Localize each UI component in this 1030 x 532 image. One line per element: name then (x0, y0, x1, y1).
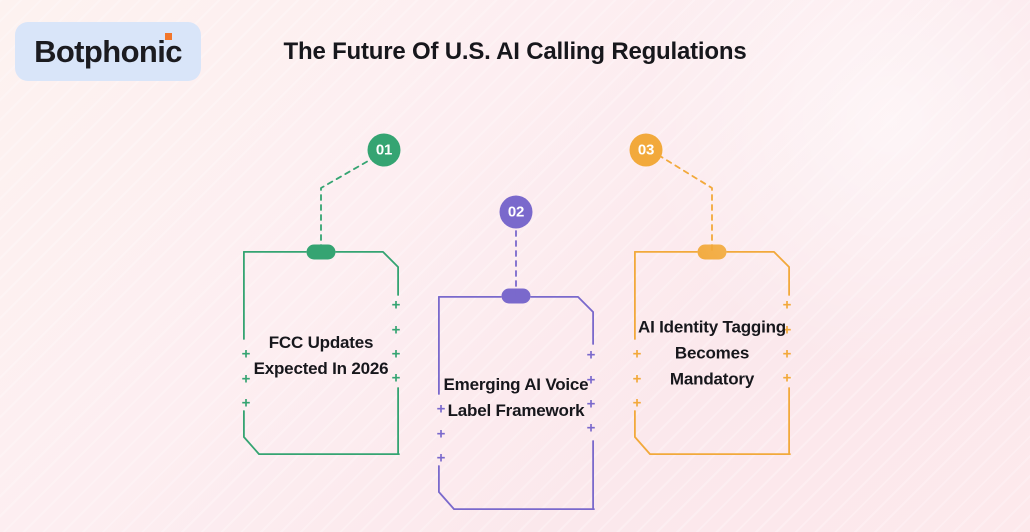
decor-plus-icon: + (632, 345, 642, 363)
card-03-title: AI Identity Tagging Becomes Mandatory (638, 317, 786, 388)
decor-plus-icon: + (391, 296, 401, 314)
decor-plus-icon: + (391, 345, 401, 363)
decor-plus-icon: + (782, 345, 792, 363)
card-03-connector-pill (697, 244, 727, 260)
card-03-number-label: 03 (637, 141, 655, 159)
decor-plus-icon: + (391, 321, 401, 339)
card-01-title: FCC Updates Expected In 2026 (253, 333, 389, 378)
decor-plus-icon: + (391, 369, 401, 387)
decor-plus-icon: + (436, 425, 446, 443)
decor-plus-icon: + (241, 345, 251, 363)
decor-plus-icon: + (632, 370, 642, 388)
card-03-frame (634, 251, 791, 455)
decor-plus-icon: + (241, 394, 251, 412)
card-01-number-badge[interactable]: 01 (367, 133, 401, 167)
page-title: The Future Of U.S. AI Calling Regulation… (283, 38, 747, 65)
decor-plus-icon: + (782, 321, 792, 339)
decor-plus-icon: + (782, 296, 792, 314)
card-02-frame (438, 296, 595, 510)
brand-logo-accent-dot-icon (164, 33, 172, 40)
brand-logo-label: Botphonic (34, 34, 182, 69)
brand-logo[interactable]: Botphonic (15, 22, 201, 81)
card-03-number-badge[interactable]: 03 (629, 133, 663, 167)
card-01-connector-pill (306, 244, 336, 260)
card-01-connector-line (320, 152, 383, 251)
decor-plus-icon: + (586, 371, 596, 389)
brand-logo-text: Botphonic (34, 33, 183, 69)
decor-plus-icon: + (782, 369, 792, 387)
card-01: + + + + + + + FCC Updates Expected In 20… (241, 251, 401, 455)
card-02-connector-line (515, 219, 517, 297)
card-03-connector-line (654, 152, 713, 251)
decor-plus-icon: + (586, 419, 596, 437)
decor-plus-icon: + (632, 394, 642, 412)
decor-plus-icon: + (586, 395, 596, 413)
decor-plus-icon: + (241, 370, 251, 388)
card-02-title: Emerging AI Voice Label Framework (443, 375, 589, 420)
card-01-frame (243, 251, 400, 455)
decor-plus-icon: + (436, 400, 446, 418)
card-03: + + + + + + + AI Identity Tagging Become… (632, 251, 792, 455)
card-01-number-label: 01 (375, 141, 393, 159)
card-02-number-label: 02 (507, 203, 525, 221)
decor-plus-icon: + (586, 346, 596, 364)
card-02: + + + + + + + Emerging AI Voice Label Fr… (436, 296, 596, 510)
card-02-number-badge[interactable]: 02 (499, 195, 533, 229)
decor-plus-icon: + (436, 449, 446, 467)
